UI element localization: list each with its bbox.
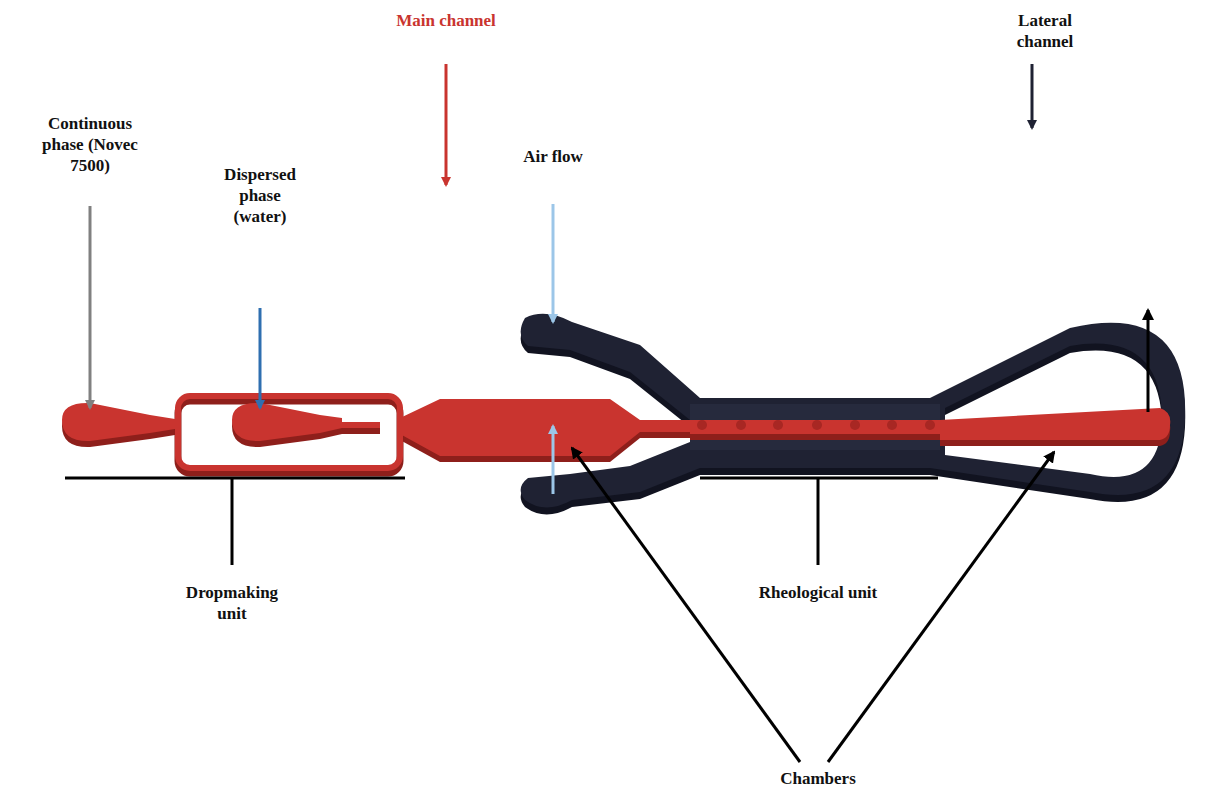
part-label: Chambers — [748, 768, 888, 789]
pointer-arrow — [445, 64, 448, 185]
distribution-loop — [178, 396, 400, 468]
flow-arrow — [1147, 310, 1150, 412]
channel-label: Main channel — [391, 10, 501, 31]
inlet-label: Air flow — [513, 146, 593, 167]
channel-label: Lateral channel — [990, 10, 1100, 52]
inlet-label: Continuous phase (Novec 7500) — [29, 113, 151, 176]
pointer-arrow — [1031, 64, 1034, 128]
airflow-arrow — [552, 204, 555, 322]
pointer-arrow — [259, 308, 262, 408]
unit-bracket — [65, 478, 938, 565]
inlet-label: Dispersed phase (water) — [212, 164, 308, 227]
airflow-arrow — [552, 426, 555, 494]
unit-label: Dropmaking unit — [172, 582, 292, 624]
chamber-pointer — [828, 452, 1054, 762]
chamber-posts — [697, 420, 935, 430]
pointer-arrow — [89, 206, 92, 408]
chamber-band — [690, 404, 940, 420]
unit-label: Rheological unit — [758, 582, 878, 603]
main-channel — [62, 399, 1170, 456]
chamber-pointer — [572, 448, 800, 762]
